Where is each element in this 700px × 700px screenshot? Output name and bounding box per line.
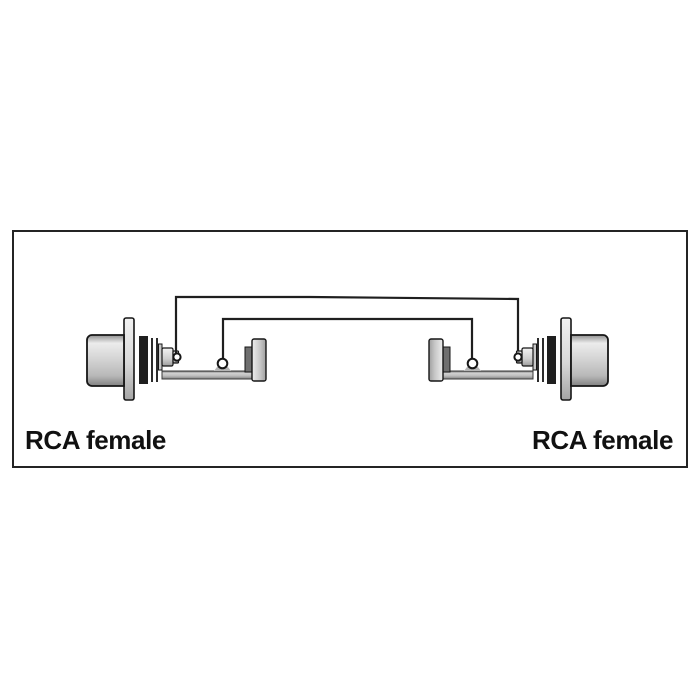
bracket-plate (251, 338, 267, 382)
left-connector-label: RCA female (25, 425, 166, 455)
insulator-band (139, 336, 148, 384)
connector-barrel (86, 334, 125, 387)
ground-strap (161, 370, 254, 380)
right-ground-solder-joint (466, 357, 479, 370)
rca-wiring-diagram (86, 295, 609, 401)
washer-line (156, 338, 158, 382)
left-rca-connector (86, 317, 267, 401)
ground-wire (221, 317, 474, 361)
left-ground-solder-joint (216, 357, 229, 370)
washer-line (151, 338, 153, 382)
right-connector-label: RCA female (532, 425, 673, 455)
center-pin-lug (161, 347, 174, 367)
left-tip-solder-joint (172, 352, 182, 362)
signal-wire (174, 295, 520, 353)
diagram-frame: RCA female RCA female (12, 230, 688, 468)
right-tip-solder-joint (513, 352, 523, 362)
bracket-lip (244, 346, 253, 373)
connector-flange (123, 317, 135, 401)
